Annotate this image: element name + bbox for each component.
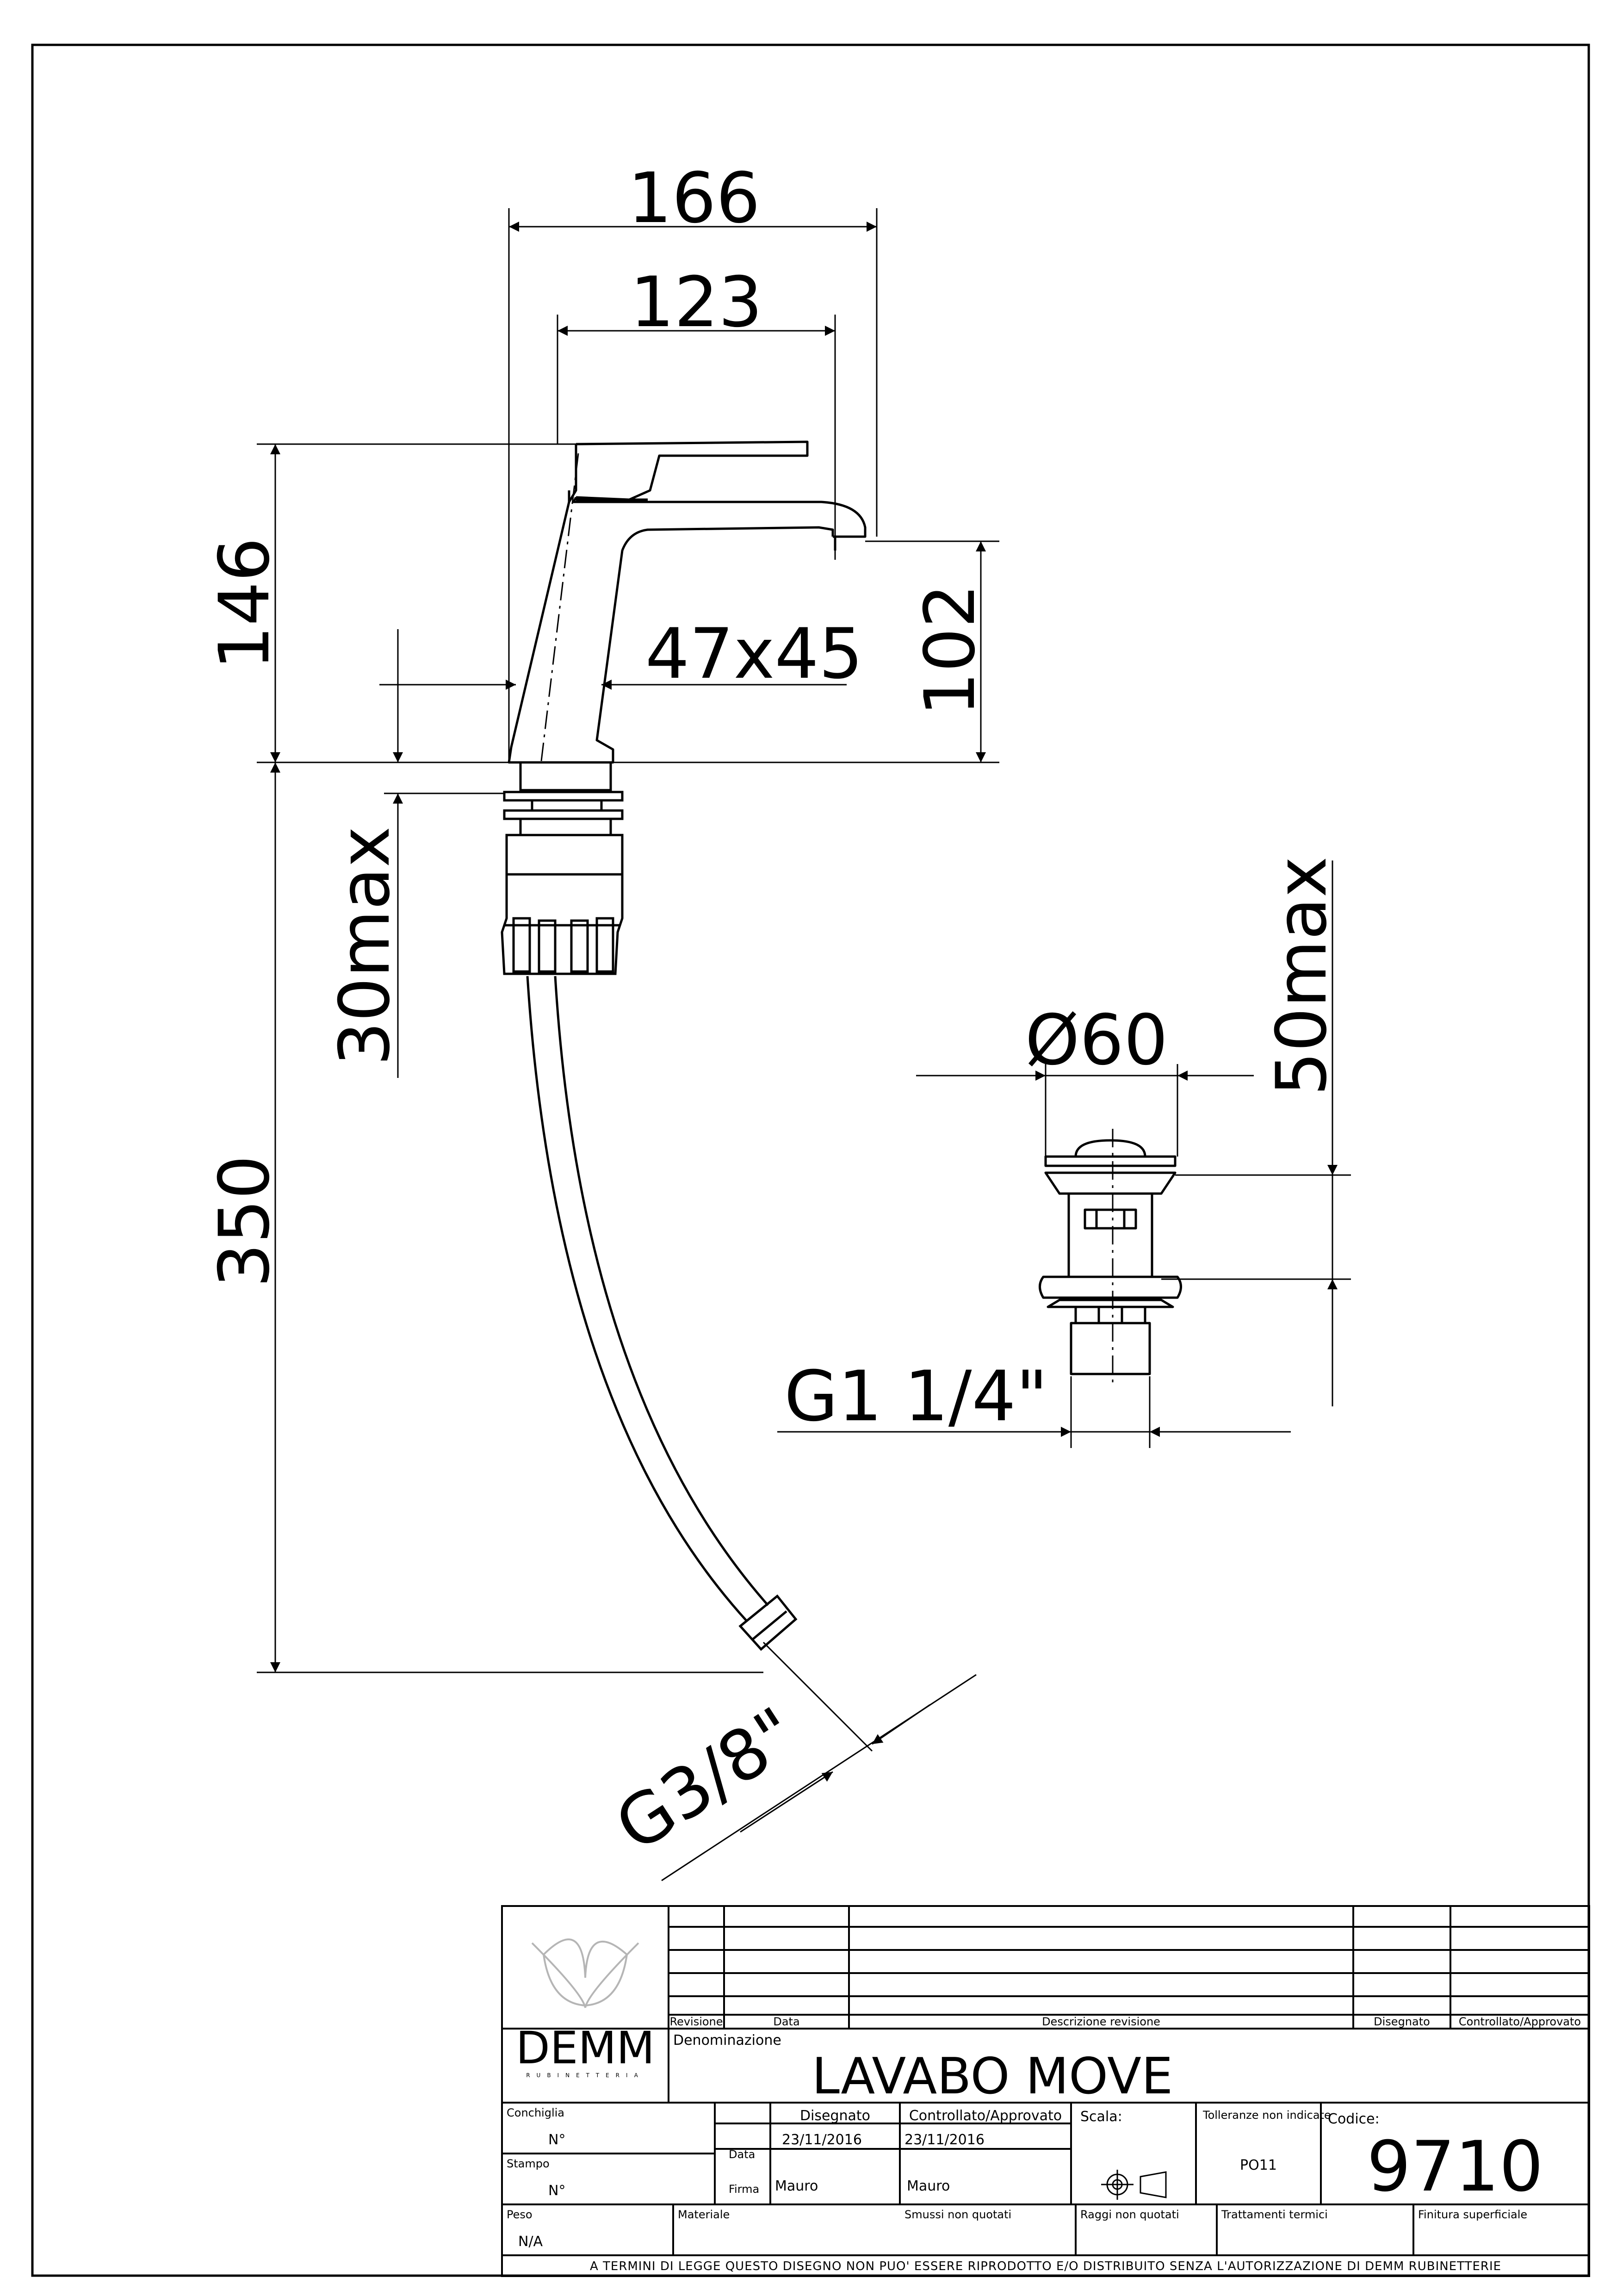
chamfer-label: Smussi non quotati [904, 2208, 1011, 2221]
code-label: Codice: [1328, 2111, 1380, 2127]
hdr-disegnato: Disegnato [1374, 2015, 1430, 2028]
waste-body [1039, 1139, 1182, 1375]
product-name: LAVABO MOVE [812, 2048, 1173, 2105]
body-axis-line [540, 453, 579, 761]
flexible-hose [526, 976, 798, 1651]
dim-102: 102 [910, 584, 991, 716]
denominazione-label: Denominazione [673, 2032, 781, 2048]
stampo-value: N° [548, 2183, 565, 2199]
drawn-sign: Mauro [775, 2178, 818, 2194]
dim-166: 166 [628, 158, 760, 239]
dim-47x45: 47x45 [645, 614, 863, 694]
legal-notice: A TERMINI DI LEGGE QUESTO DISEGNO NON PU… [590, 2259, 1501, 2273]
data-label: Data [729, 2148, 755, 2161]
title-block [501, 1905, 1590, 2277]
conchiglia-value: N° [548, 2132, 565, 2148]
waste-dimension-lines [777, 860, 1351, 1448]
material-label: Materiale [678, 2208, 730, 2221]
logo-brand: DEMM [516, 2022, 655, 2074]
tolerance-value: PO11 [1240, 2157, 1277, 2173]
weight-value: N/A [518, 2234, 543, 2250]
logo-tagline: RUBINETTERIA [526, 2072, 644, 2079]
faucet-body [508, 440, 867, 764]
hdr-descrizione: Descrizione revisione [1042, 2015, 1160, 2028]
finish-label: Finitura superficiale [1418, 2208, 1527, 2221]
scale-label: Scala: [1080, 2109, 1122, 2125]
tolerance-label: Tolleranze non indicate [1202, 2109, 1331, 2122]
hdr-controllato: Controllato/Approvato [1459, 2015, 1581, 2028]
stampo-label: Stampo [507, 2157, 550, 2170]
dim-diameter-60: Ø60 [1025, 1000, 1168, 1081]
dim-350: 350 [204, 1155, 285, 1287]
drawn-header: Disegnato [800, 2108, 870, 2124]
checked-sign: Mauro [907, 2178, 950, 2194]
radius-label: Raggi non quotati [1080, 2208, 1179, 2221]
drawn-date: 23/11/2016 [782, 2132, 862, 2148]
demm-logo-mark [531, 1938, 639, 2008]
conchiglia-label: Conchiglia [507, 2106, 564, 2119]
weight-label: Peso [507, 2208, 533, 2221]
dimension-lines [257, 208, 999, 1881]
firma-label: Firma [729, 2183, 759, 2196]
dim-g1-1-4: G1 1/4" [784, 1356, 1048, 1437]
dim-g3-8: G3/8" [602, 1692, 812, 1867]
code-value: 9710 [1367, 2127, 1543, 2207]
dim-123: 123 [630, 262, 762, 343]
hdr-data: Data [773, 2015, 799, 2028]
dim-146: 146 [204, 538, 285, 670]
heat-label: Trattamenti termici [1221, 2208, 1328, 2221]
dim-50max: 50max [1262, 856, 1342, 1096]
projection-symbol-icon [1101, 2170, 1167, 2200]
mounting-shank [501, 761, 624, 975]
checked-date: 23/11/2016 [904, 2132, 985, 2148]
hdr-revisione: Revisione [669, 2015, 723, 2028]
dim-30max: 30max [325, 826, 405, 1066]
checked-header: Controllato/Approvato [909, 2108, 1062, 2124]
